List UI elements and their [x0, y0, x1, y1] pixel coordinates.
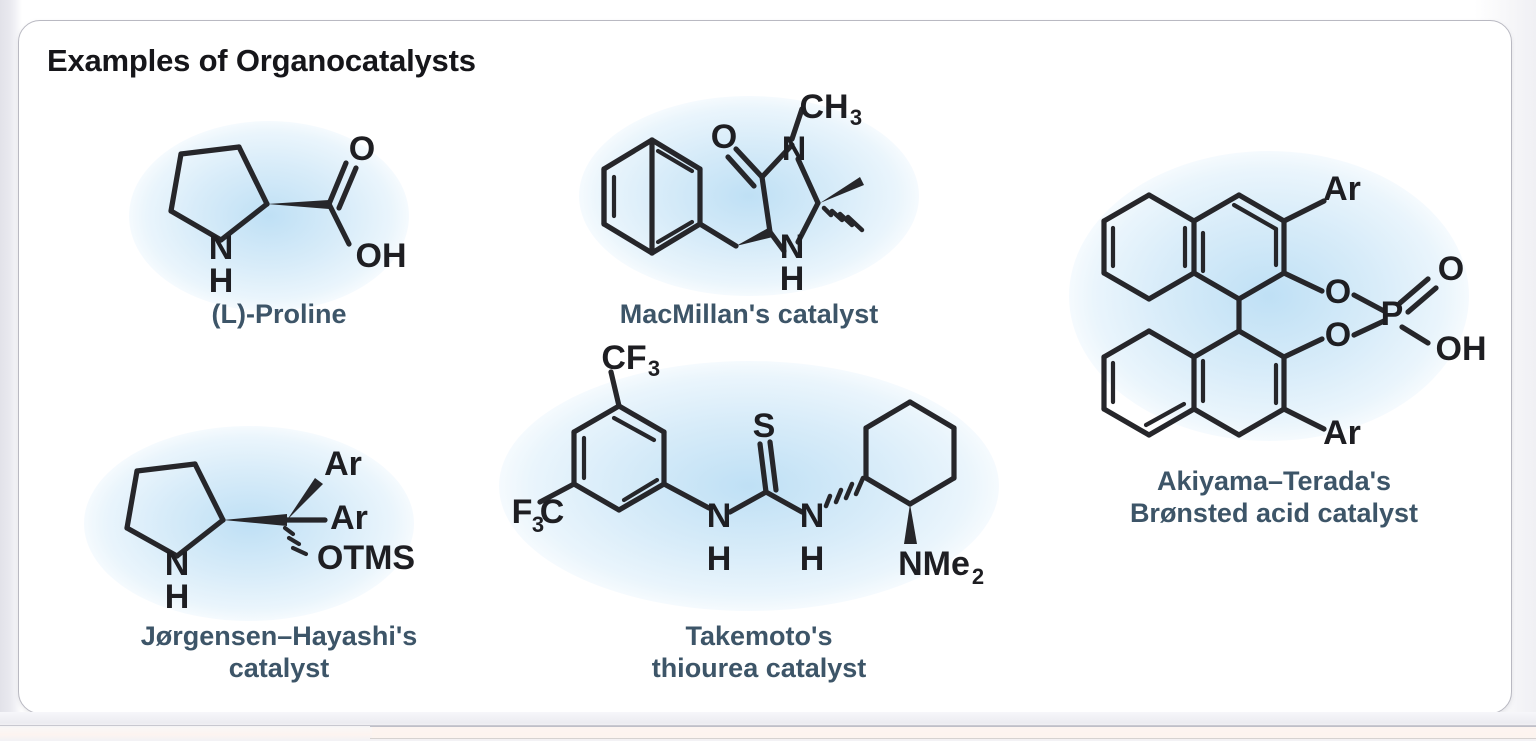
svg-text:OTMS: OTMS	[317, 539, 415, 577]
svg-text:H: H	[780, 260, 805, 298]
svg-text:P: P	[1381, 295, 1404, 333]
svg-text:NMe: NMe	[898, 545, 970, 583]
divider-line-bottom	[370, 738, 1536, 739]
svg-text:N: N	[800, 497, 825, 535]
caption-macmillan: MacMillan's catalyst	[619, 299, 879, 329]
svg-text:O: O	[349, 130, 375, 168]
svg-text:N: N	[782, 130, 807, 168]
svg-text:CH: CH	[799, 88, 848, 126]
divider-line-top	[0, 725, 1536, 726]
svg-text:H: H	[800, 540, 825, 578]
svg-text:Ar: Ar	[1323, 170, 1361, 208]
svg-text:Ar: Ar	[330, 499, 368, 537]
svg-text:N: N	[209, 229, 234, 267]
svg-text:C: C	[540, 493, 565, 531]
svg-text:3: 3	[532, 512, 544, 537]
divider-line-mid	[370, 726, 1536, 727]
structure-akiyama-terada: Ar Ar O O P O OH	[1084, 161, 1487, 452]
svg-text:OH: OH	[356, 237, 407, 275]
svg-text:3: 3	[648, 356, 660, 381]
organocatalysts-panel: Examples of Organocatalysts N H O OH (L)…	[18, 20, 1512, 714]
svg-text:CF: CF	[601, 339, 646, 377]
svg-text:H: H	[707, 540, 732, 578]
svg-text:3: 3	[850, 105, 862, 130]
svg-text:F: F	[512, 493, 533, 531]
svg-text:N: N	[707, 497, 732, 535]
svg-text:H: H	[165, 578, 190, 616]
svg-text:O: O	[1325, 273, 1351, 311]
svg-text:2: 2	[972, 564, 984, 589]
bottom-divider-strip	[0, 712, 1536, 741]
caption-takemoto: Takemoto's thiourea catalyst	[651, 621, 867, 683]
svg-text:N: N	[165, 545, 190, 583]
svg-text:O: O	[1325, 316, 1351, 354]
svg-text:N: N	[780, 228, 805, 266]
divider-tint	[372, 727, 1536, 738]
svg-text:Ar: Ar	[324, 445, 362, 483]
svg-text:O: O	[1438, 250, 1464, 288]
caption-jorgensen-hayashi: Jørgensen–Hayashi's catalyst	[140, 621, 418, 683]
structure-jorgensen-hayashi: N H Ar Ar OTMS	[119, 436, 419, 616]
structure-l-proline: N H O OH	[149, 116, 409, 300]
svg-text:Ar: Ar	[1323, 414, 1361, 452]
structure-macmillan: O N N H CH 3	[584, 88, 914, 298]
svg-text:O: O	[711, 118, 737, 156]
svg-text:H: H	[209, 262, 234, 300]
caption-akiyama-terada: Akiyama–Terada's Brønsted acid catalyst	[1129, 466, 1419, 528]
svg-text:S: S	[753, 407, 776, 445]
caption-l-proline: (L)-Proline	[211, 299, 347, 329]
structure-takemoto: CF 3 F 3 C S N H N H NMe 2	[512, 339, 994, 616]
svg-text:OH: OH	[1436, 330, 1487, 368]
page-title: Examples of Organocatalysts	[47, 43, 476, 78]
